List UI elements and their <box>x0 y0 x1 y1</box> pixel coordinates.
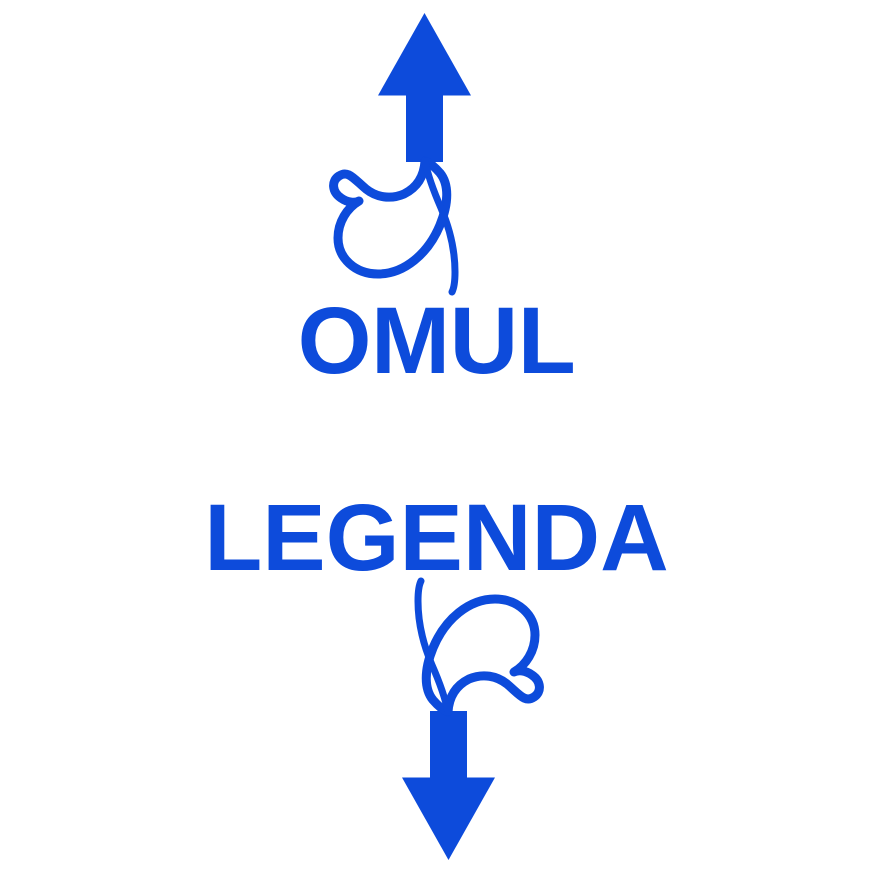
wordmark-line-legenda: LEGENDA <box>204 485 669 591</box>
wordmark-line-omul: OMUL <box>297 288 576 394</box>
